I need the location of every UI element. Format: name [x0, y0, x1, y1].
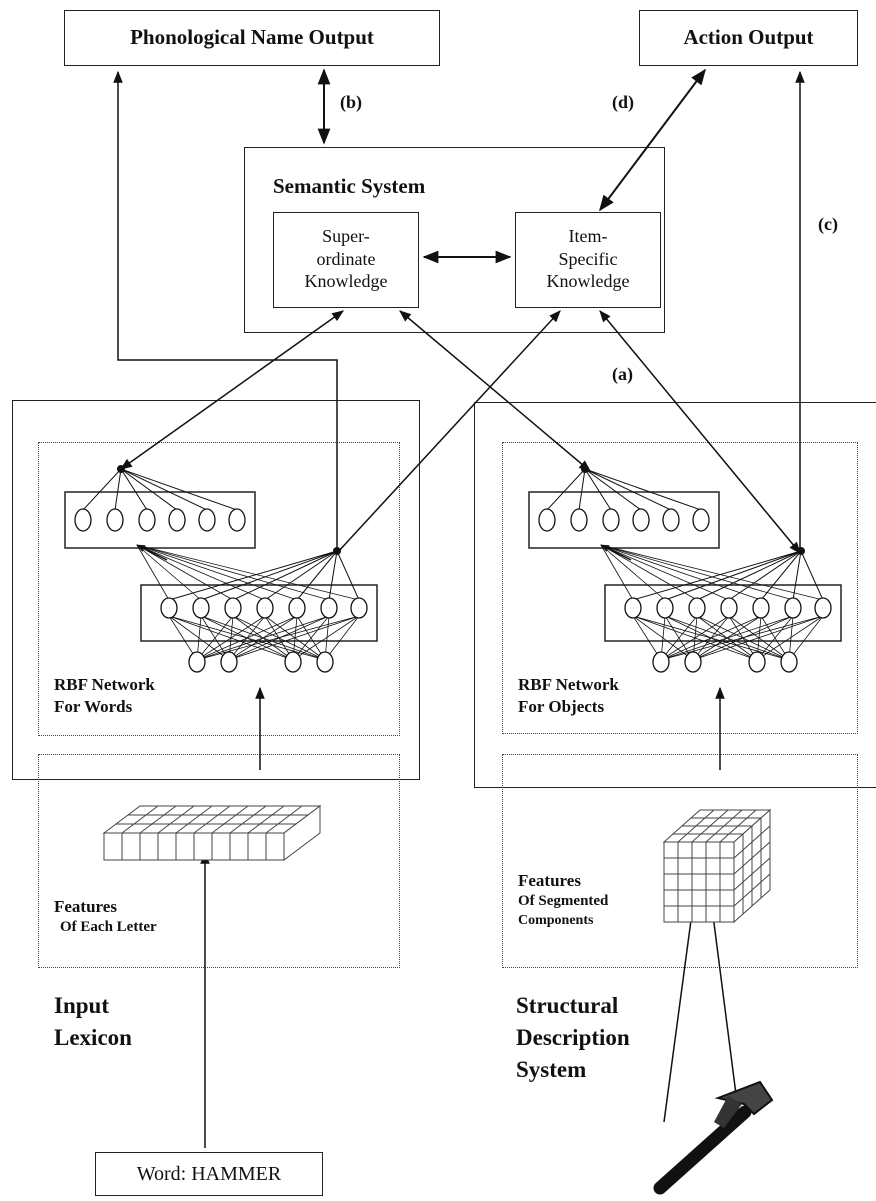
- phonological-name-output-label: Phonological Name Output: [130, 25, 374, 49]
- route-label-b: (b): [340, 92, 362, 112]
- action-output-box: Action Output: [639, 10, 858, 66]
- semantic-system-label: Semantic System: [273, 174, 426, 198]
- input-lexicon-label: Input Lexicon: [54, 993, 132, 1051]
- structural-description-label: Structural Description System: [516, 993, 630, 1083]
- letter-features-label: Features Of Each Letter: [54, 897, 157, 936]
- superordinate-knowledge-label: Super- ordinate Knowledge: [304, 226, 388, 291]
- action-output-label: Action Output: [683, 25, 814, 49]
- component-features-panel: [502, 754, 858, 968]
- word-hammer-input-label: Word: HAMMER: [136, 1163, 282, 1185]
- component-features-label: Features Of Segmented Components: [518, 871, 609, 928]
- letter-features-panel: [38, 754, 400, 968]
- route-label-a: (a): [612, 364, 633, 384]
- rbf-words-label: RBF Network For Words: [54, 675, 155, 717]
- item-specific-knowledge-label: Item- Specific Knowledge: [546, 226, 630, 291]
- word-hammer-input-box: Word: HAMMER: [95, 1152, 323, 1196]
- superordinate-knowledge-box: Super- ordinate Knowledge: [273, 212, 419, 308]
- route-label-d: (d): [612, 92, 634, 112]
- route-label-c: (c): [818, 214, 838, 234]
- hammer-icon: [653, 1080, 774, 1195]
- rbf-objects-label: RBF Network For Objects: [518, 675, 619, 717]
- phonological-name-output-box: Phonological Name Output: [64, 10, 440, 66]
- item-specific-knowledge-box: Item- Specific Knowledge: [515, 212, 661, 308]
